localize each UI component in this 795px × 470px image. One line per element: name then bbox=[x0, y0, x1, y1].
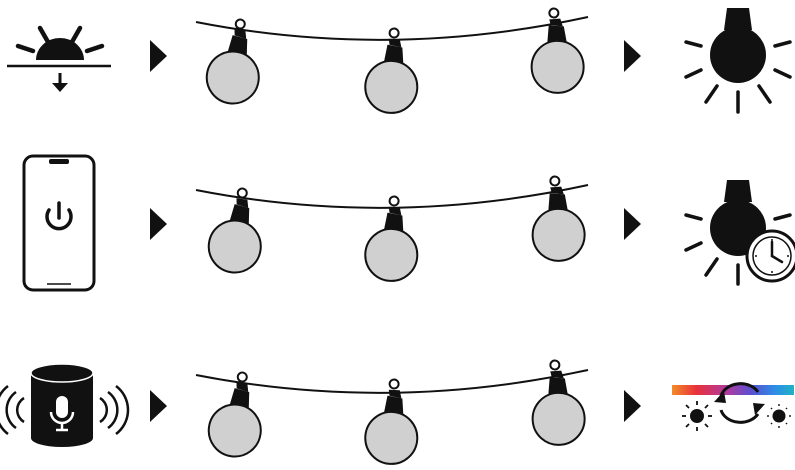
bulb-on-icon bbox=[686, 8, 790, 112]
string-lights-icon bbox=[196, 359, 588, 466]
triangle-arrow-right-icon bbox=[624, 390, 641, 422]
sunset-icon bbox=[7, 28, 111, 92]
bulb bbox=[203, 16, 266, 107]
bulb-timer-icon bbox=[686, 180, 795, 284]
row-3 bbox=[0, 359, 794, 466]
row-1 bbox=[7, 7, 790, 115]
smartphone-power-icon bbox=[24, 156, 94, 290]
bulb bbox=[205, 185, 268, 276]
row-2 bbox=[24, 156, 795, 290]
color-brightness-cycle-icon bbox=[672, 384, 794, 431]
triangle-arrow-right-icon bbox=[150, 390, 167, 422]
triangle-arrow-right-icon bbox=[150, 208, 167, 240]
bulb bbox=[205, 369, 268, 460]
string-lights-icon bbox=[196, 7, 588, 115]
triangle-arrow-right-icon bbox=[150, 40, 167, 72]
clock-icon bbox=[747, 231, 795, 281]
string-lights-icon bbox=[196, 175, 588, 283]
triangle-arrow-right-icon bbox=[624, 40, 641, 72]
triangle-arrow-right-icon bbox=[624, 208, 641, 240]
smart-speaker-voice-icon bbox=[0, 364, 128, 447]
bulb bbox=[364, 378, 420, 465]
